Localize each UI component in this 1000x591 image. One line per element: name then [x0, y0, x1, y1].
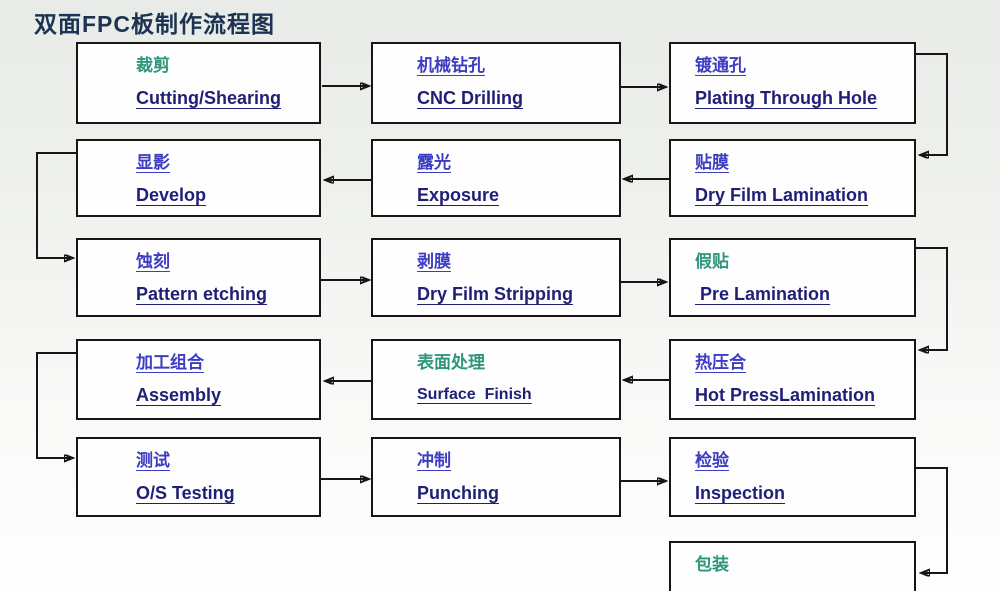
node-cutting-label-en: Cutting/Shearing — [136, 88, 281, 108]
node-packing-label-zh: 包装 — [695, 555, 729, 574]
node-os-testing-label-en: O/S Testing — [136, 483, 235, 503]
node-cutting: 裁剪 Cutting/Shearing — [76, 42, 321, 124]
node-dry-film-lamination-label-en: Dry Film Lamination — [695, 185, 869, 205]
node-plating-through-hole-label-en: Plating Through Hole — [695, 88, 877, 108]
node-dry-film-stripping-label-en: Dry Film Stripping — [417, 284, 574, 304]
page-title: 双面FPC板制作流程图 — [34, 11, 275, 37]
node-exposure-label-zh: 露光 — [417, 153, 451, 172]
node-pre-lamination: 假贴 Pre Lamination — [669, 238, 916, 317]
node-exposure: 露光 Exposure — [371, 139, 621, 217]
node-punching: 冲制 Punching — [371, 437, 621, 517]
arrow-prelam-to-hotpress — [916, 247, 948, 350]
node-hot-press-lamination-label-zh: 热压合 — [695, 353, 746, 372]
node-plating-through-hole-label-zh: 镀通孔 — [695, 56, 746, 75]
node-pattern-etching-label-zh: 蚀刻 — [136, 252, 170, 271]
node-cnc-drilling: 机械钻孔 CNC Drilling — [371, 42, 621, 124]
node-cnc-drilling-label-zh: 机械钻孔 — [417, 56, 485, 75]
node-plating-through-hole: 镀通孔 Plating Through Hole — [669, 42, 916, 124]
node-develop-label-zh: 显影 — [136, 153, 170, 172]
node-cnc-drilling-label-en: CNC Drilling — [417, 88, 523, 108]
node-inspection-label-zh: 检验 — [695, 451, 729, 470]
node-inspection: 检验 Inspection — [669, 437, 916, 517]
arrow-plating-to-lamination — [916, 53, 948, 155]
node-cutting-label-zh: 裁剪 — [136, 56, 170, 75]
node-surface-finish-label-en: Surface Finish — [417, 386, 532, 403]
node-packing: 包装 — [669, 541, 916, 591]
node-pattern-etching-label-en: Pattern etching — [136, 284, 268, 304]
node-punching-label-en: Punching — [417, 483, 499, 503]
node-os-testing-label-zh: 测试 — [136, 451, 170, 470]
node-dry-film-stripping: 剥膜 Dry Film Stripping — [371, 238, 621, 317]
node-surface-finish-label-zh: 表面处理 — [417, 353, 485, 372]
node-surface-finish: 表面处理 Surface Finish — [371, 339, 621, 420]
node-dry-film-lamination: 贴膜 Dry Film Lamination — [669, 139, 916, 217]
node-dry-film-stripping-label-zh: 剥膜 — [417, 252, 451, 271]
node-inspection-label-en: Inspection — [695, 483, 786, 503]
node-os-testing: 测试 O/S Testing — [76, 437, 321, 517]
node-pattern-etching: 蚀刻 Pattern etching — [76, 238, 321, 317]
node-exposure-label-en: Exposure — [417, 185, 500, 205]
node-pre-lamination-label-en: Pre Lamination — [695, 284, 831, 304]
node-hot-press-lamination: 热压合 Hot PressLamination — [669, 339, 916, 420]
node-develop: 显影 Develop — [76, 139, 321, 217]
node-dry-film-lamination-label-zh: 贴膜 — [695, 153, 729, 172]
node-punching-label-zh: 冲制 — [417, 451, 451, 470]
node-assembly-label-zh: 加工组合 — [136, 353, 204, 372]
arrow-assembly-to-testing — [36, 352, 76, 458]
arrow-develop-to-etching — [36, 152, 76, 258]
node-hot-press-lamination-label-en: Hot PressLamination — [695, 385, 876, 405]
node-assembly: 加工组合 Assembly — [76, 339, 321, 420]
node-pre-lamination-label-zh: 假贴 — [695, 252, 729, 271]
arrow-inspection-to-packing — [916, 467, 948, 573]
node-develop-label-en: Develop — [136, 185, 207, 205]
node-assembly-label-en: Assembly — [136, 385, 222, 405]
